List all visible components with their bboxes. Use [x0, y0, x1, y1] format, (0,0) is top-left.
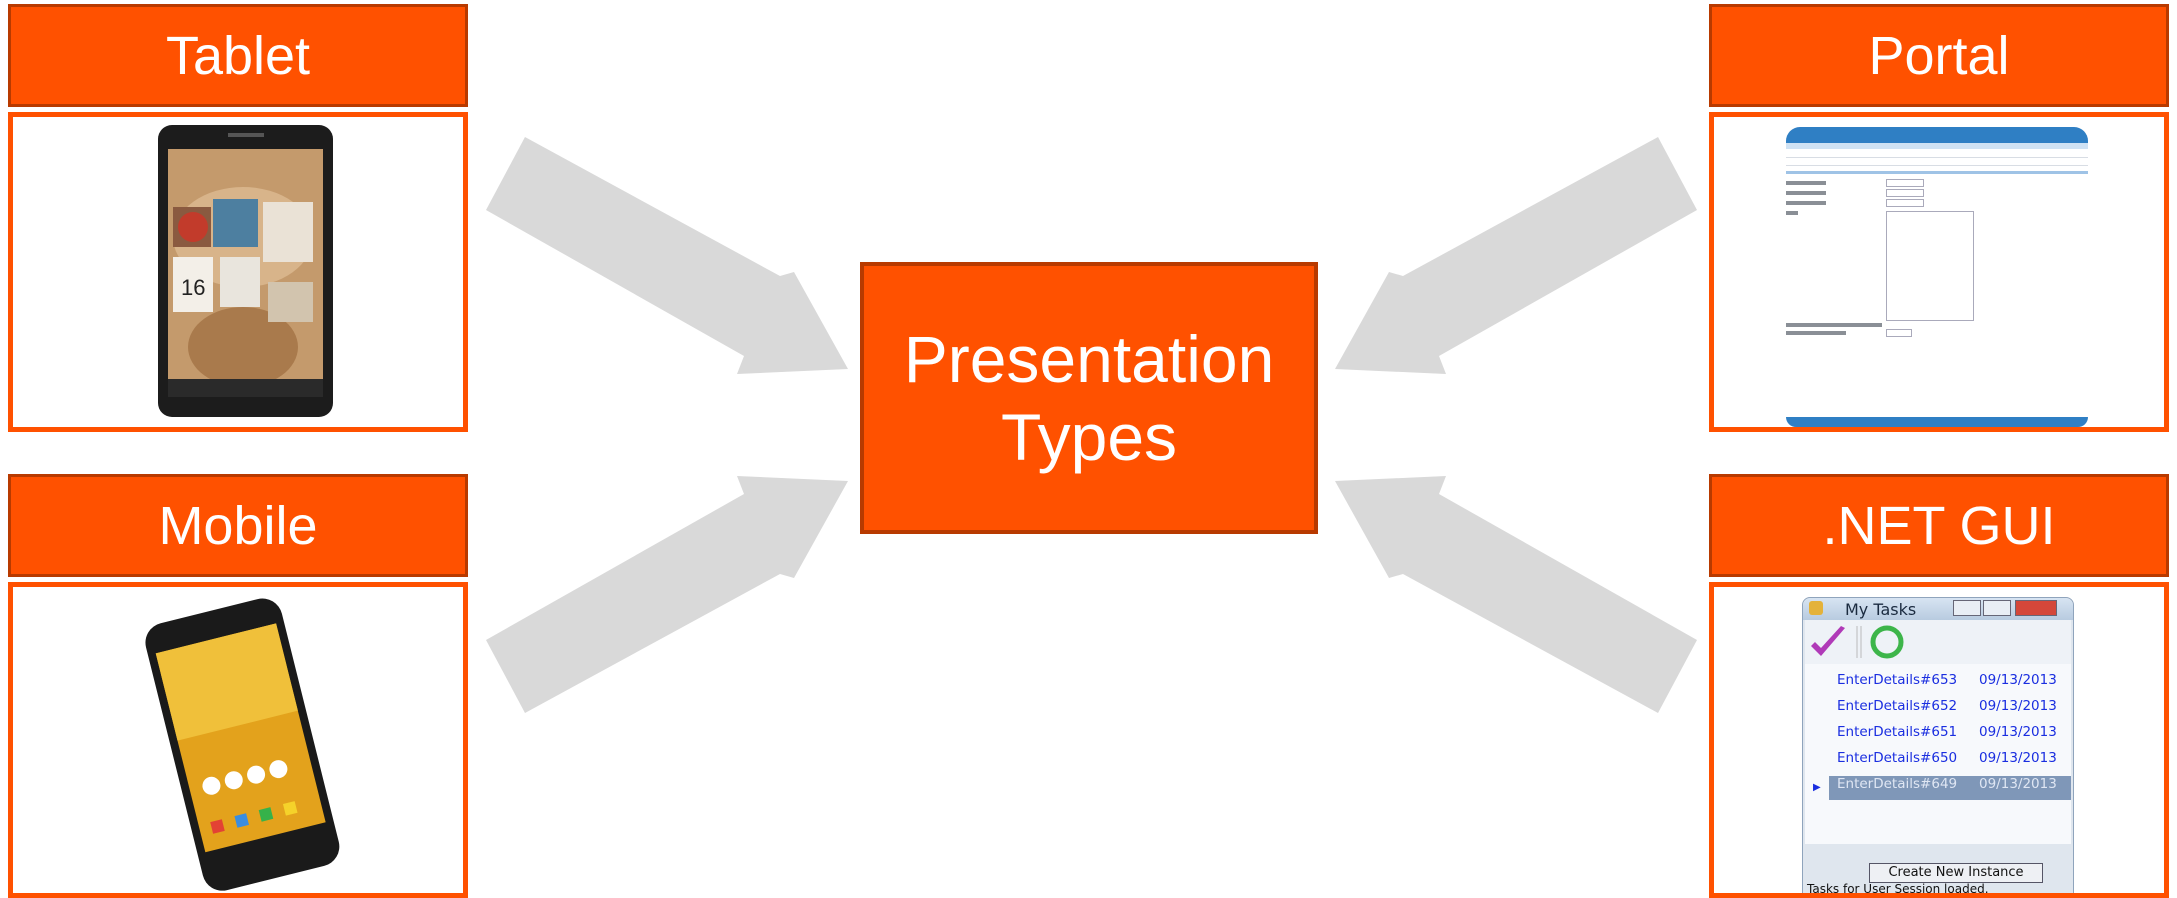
portal-screenshot [1786, 127, 2088, 427]
task-row-selected[interactable]: EnterDetails#649 09/13/2013 [1829, 776, 2071, 800]
task-name: EnterDetails#651 [1837, 724, 1958, 740]
app-icon [1809, 601, 1823, 615]
window-title: My Tasks [1845, 600, 1917, 619]
checkmark-icon[interactable] [1811, 626, 1845, 656]
task-name: EnterDetails#650 [1837, 750, 1958, 766]
task-date: 09/13/2013 [1979, 672, 2057, 688]
window-title-bar: My Tasks [1803, 598, 2073, 620]
status-text: Tasks for User Session loaded. [1807, 882, 1989, 896]
tablet-header: Tablet [8, 4, 468, 107]
task-row[interactable]: EnterDetails#652 09/13/2013 [1837, 698, 2057, 722]
task-name: EnterDetails#649 [1837, 776, 1958, 792]
task-date: 09/13/2013 [1979, 750, 2057, 766]
mobile-label: Mobile [158, 495, 318, 556]
maximize-button[interactable] [1983, 600, 2011, 616]
center-title-line1: Presentation [903, 322, 1275, 396]
create-new-instance-button[interactable]: Create New Instance [1869, 863, 2043, 883]
portal-header: Portal [1709, 4, 2169, 107]
portal-label: Portal [1868, 25, 2010, 86]
task-date: 09/13/2013 [1979, 724, 2057, 740]
mobile-image-panel [8, 582, 468, 898]
arrow-from-portal [1335, 137, 1697, 374]
tablet-day-text: 16 [181, 275, 205, 300]
minimize-button[interactable] [1953, 600, 1981, 616]
portal-image-panel [1709, 112, 2169, 432]
netgui-image-panel: My Tasks EnterDetails#653 09/13/2013 Ent… [1709, 582, 2169, 898]
task-row[interactable]: EnterDetails#653 09/13/2013 [1837, 672, 2057, 696]
netgui-label: .NET GUI [1822, 495, 2056, 556]
refresh-icon[interactable] [1870, 625, 1904, 659]
mobile-image [145, 598, 340, 891]
center-title-line2: Types [1000, 400, 1178, 474]
task-list: EnterDetails#653 09/13/2013 EnterDetails… [1805, 664, 2071, 844]
task-date: 09/13/2013 [1979, 698, 2057, 714]
task-row[interactable]: EnterDetails#650 09/13/2013 [1837, 750, 2057, 774]
task-name: EnterDetails#653 [1837, 672, 1958, 688]
task-row[interactable]: EnterDetails#651 09/13/2013 [1837, 724, 2057, 748]
tablet-image-panel: 16 [8, 112, 468, 432]
arrow-from-tablet [486, 137, 848, 374]
my-tasks-window: My Tasks EnterDetails#653 09/13/2013 Ent… [1802, 597, 2074, 896]
presentation-types-box: Presentation Types [860, 262, 1318, 534]
arrow-from-netgui [1335, 476, 1697, 713]
netgui-header: .NET GUI [1709, 474, 2169, 577]
close-button[interactable] [2015, 600, 2057, 616]
toolbar [1805, 620, 2071, 664]
task-name: EnterDetails#652 [1837, 698, 1958, 714]
mobile-header: Mobile [8, 474, 468, 577]
tablet-image: 16 [158, 125, 333, 417]
toolbar-icons [1811, 625, 1904, 659]
arrow-from-mobile [486, 476, 848, 713]
tablet-label: Tablet [165, 25, 311, 86]
selected-row-marker-icon: ▶ [1813, 782, 1821, 793]
task-date: 09/13/2013 [1979, 776, 2057, 792]
